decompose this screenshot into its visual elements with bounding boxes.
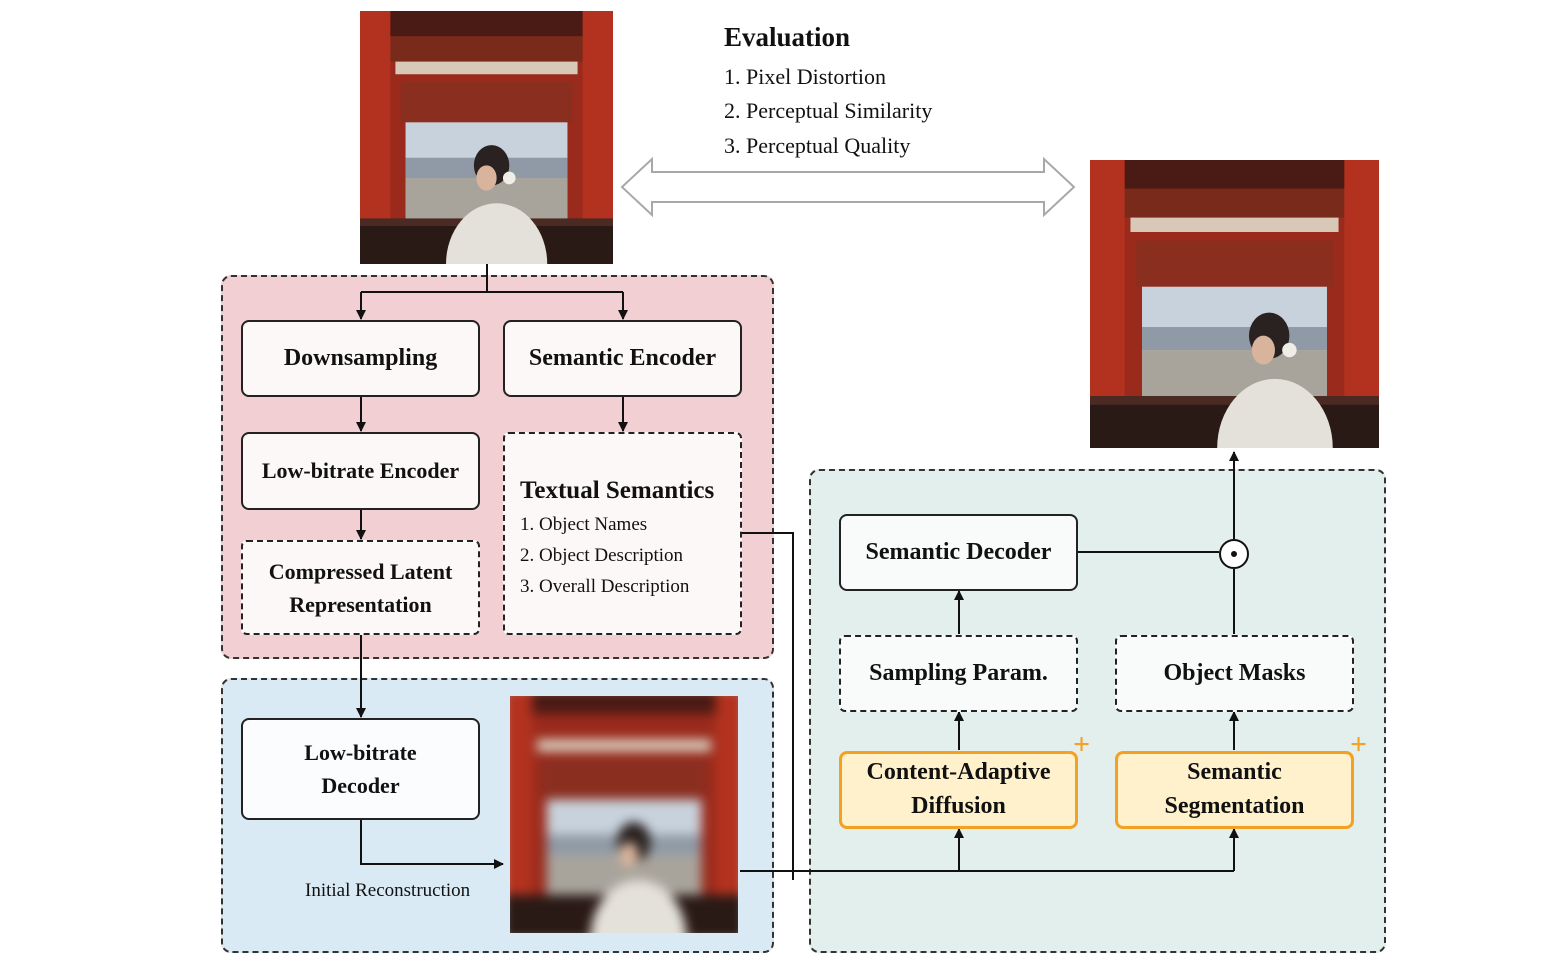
textual-semantics-item: 2. Object Description (520, 544, 684, 566)
semantic-segmentation-box: Semantic Segmentation (1115, 751, 1354, 829)
content-adaptive-diffusion-box: Content-Adaptive Diffusion (839, 751, 1078, 829)
content-adaptive-diffusion-label-line1: Content-Adaptive (866, 759, 1051, 786)
elementwise-product-symbol (1219, 539, 1249, 569)
low-bitrate-decoder-label-line2: Decoder (321, 773, 400, 798)
textual-semantics-item: 3. Overall Description (520, 575, 690, 597)
sampling-param-label: Sampling Param. (869, 659, 1048, 686)
compressed-latent-box: Compressed Latent Representation (241, 540, 480, 635)
reconstructed-image (1090, 160, 1379, 448)
semantic-encoder-label: Semantic Encoder (528, 344, 717, 371)
original-image (360, 11, 613, 264)
low-bitrate-encoder-box: Low-bitrate Encoder (241, 432, 480, 510)
object-masks-label: Object Masks (1163, 659, 1306, 686)
compressed-latent-label-line1: Compressed Latent (268, 558, 453, 584)
evaluation-title: Evaluation (724, 22, 851, 52)
textual-semantics-box: Textual Semantics 1. Object Names 2. Obj… (503, 432, 742, 635)
textual-semantics-title: Textual Semantics (520, 477, 715, 504)
sampling-param-box: Sampling Param. (839, 635, 1078, 712)
semantic-decoder-label: Semantic Decoder (865, 538, 1052, 565)
new-module-plus-icon: + (1073, 728, 1091, 761)
compressed-latent-label-line2: Representation (289, 591, 432, 617)
evaluation-double-arrow (620, 156, 1076, 218)
content-adaptive-diffusion-label-line2: Diffusion (911, 793, 1006, 819)
semantic-segmentation-label-line1: Semantic (1187, 759, 1282, 786)
semantic-encoder-box: Semantic Encoder (503, 320, 742, 397)
low-bitrate-decoder-box: Low-bitrate Decoder (241, 718, 480, 820)
initial-reconstruction-image (510, 696, 738, 933)
evaluation-item: 1. Pixel Distortion (724, 64, 886, 89)
object-masks-box: Object Masks (1115, 635, 1354, 712)
low-bitrate-encoder-label: Low-bitrate Encoder (261, 457, 460, 483)
textual-semantics-item: 1. Object Names (520, 514, 648, 535)
evaluation-item: 2. Perceptual Similarity (724, 98, 933, 123)
evaluation-item: 3. Perceptual Quality (724, 133, 911, 158)
downsampling-box: Downsampling (241, 320, 480, 397)
new-module-plus-icon: + (1350, 728, 1368, 761)
downsampling-label: Downsampling (283, 344, 438, 371)
initial-reconstruction-label: Initial Reconstruction (305, 880, 471, 901)
semantic-segmentation-label-line2: Segmentation (1164, 793, 1305, 819)
low-bitrate-decoder-label-line1: Low-bitrate (304, 740, 417, 765)
semantic-decoder-box: Semantic Decoder (839, 514, 1078, 591)
